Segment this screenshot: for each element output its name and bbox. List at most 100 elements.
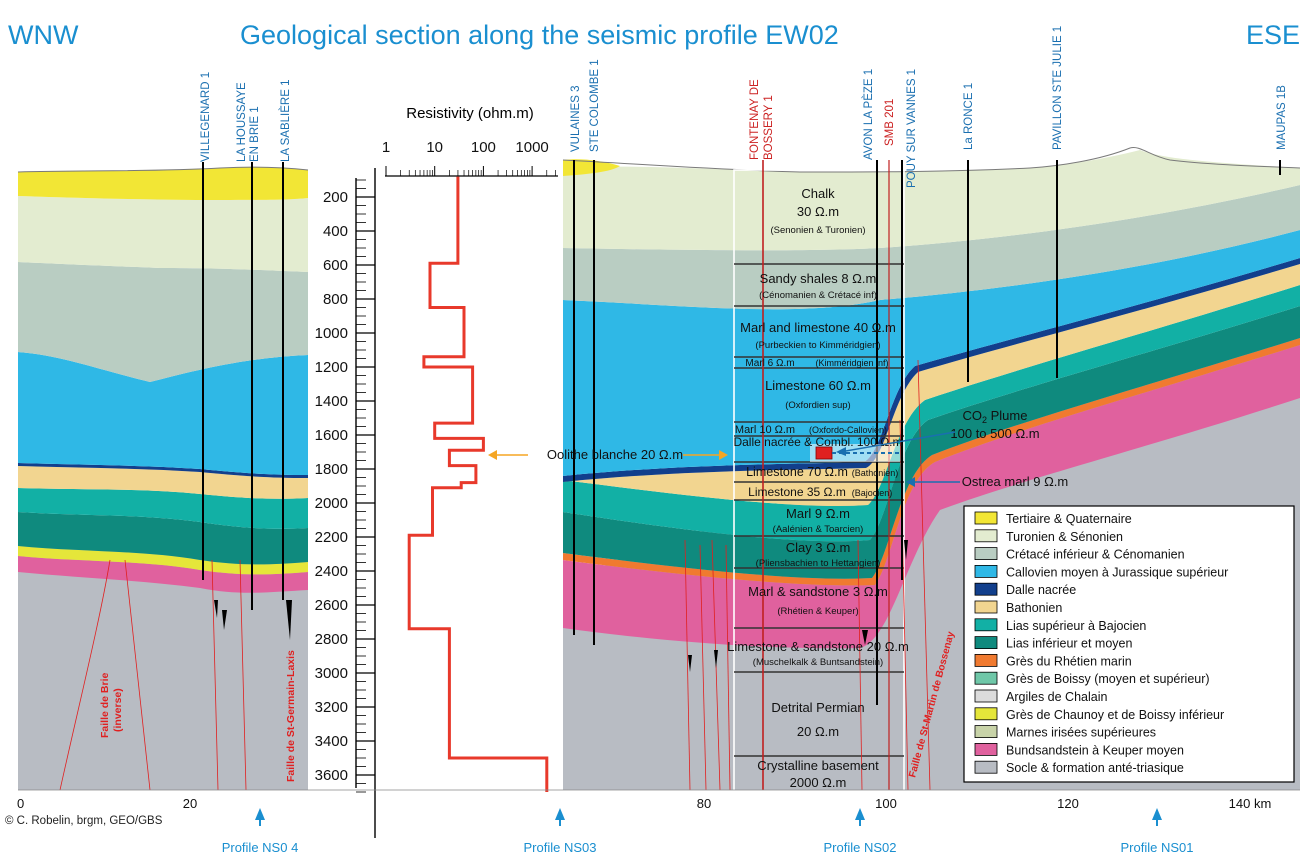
co2-plume-callout: CO2 Plume 100 to 500 Ω.m (836, 408, 1040, 456)
well-label-fontenay: FONTENAY DE (749, 79, 761, 160)
layer-lias-sup-r (563, 285, 1300, 542)
legend-swatch (974, 760, 998, 774)
well-label-villegenard: VILLEGENARD 1 (200, 72, 212, 162)
layer-dalle-nacree-r (563, 258, 1300, 482)
log-correlation-zone (733, 169, 905, 793)
annot-detrital-permian-value: 20 Ω.m (797, 724, 839, 739)
well-label-pavillon: PAVILLON STE JULIE 1 (1052, 26, 1064, 150)
profile-ns01-label: Profile NS01 (1121, 840, 1194, 855)
depth-tick-label: 2400 (315, 563, 348, 580)
legend-label: Lias inférieur et moyen (1006, 637, 1133, 651)
annot-limestone-70: Limestone 70 Ω.m (746, 465, 848, 479)
well-label-la-houssaye-2: EN BRIE 1 (249, 106, 261, 162)
svg-text:CO2 Plume: CO2 Plume (963, 408, 1028, 425)
annot-basement: Crystalline basement (757, 758, 879, 773)
well-labels: VILLEGENARD 1 LA HOUSSAYE EN BRIE 1 LA S… (200, 26, 1288, 188)
depth-tick-label: 2000 (315, 495, 348, 512)
well-label-la-ronce: La RONCE 1 (963, 83, 975, 150)
well-label-la-sabliere: LA SABLIÈRE 1 (279, 80, 292, 162)
layer-cretace-inf-r (563, 185, 1300, 310)
oolithe-callout: Oolithe blanche 20 Ω.m (488, 447, 728, 462)
legend-swatch (974, 743, 998, 756)
fault-throw-marker (862, 630, 868, 645)
right-topography-line (562, 146, 1301, 173)
depth-tick-label: 2200 (315, 529, 348, 546)
annot-limestone-70-sub: (Bathonien) (852, 468, 899, 478)
legend-swatch (974, 600, 998, 614)
well-label-vulaines: VULAINES 3 (570, 86, 582, 152)
annot-basement-value: 2000 Ω.m (790, 775, 847, 790)
profile-arrow-icon (1152, 808, 1162, 820)
layer-tertiaire-r (563, 159, 620, 176)
profile-markers: Profile NS0 4 Profile NS03 Profile NS02 … (222, 808, 1194, 855)
layer-lias-inf (18, 512, 308, 565)
legend-label: Grès de Chaunoy et de Boissy inférieur (1006, 708, 1224, 722)
resistivity-curve (407, 176, 549, 792)
layer-lias-sup (18, 488, 308, 529)
fault-label-st-germain: Faille de St-Germain-Laxis (285, 650, 297, 782)
layer-gres-chaunoy (18, 546, 308, 575)
annot-chalk-value: 30 Ω.m (797, 204, 839, 219)
annot-marl-sandstone-sub: (Rhétien & Keuper) (777, 606, 858, 617)
direction-right: ESE (1246, 20, 1300, 50)
resistivity-title: Resistivity (ohm.m) (406, 105, 534, 122)
depth-tick-label: 1400 (315, 393, 348, 410)
resistivity-scale-label: 1 (382, 139, 390, 156)
fault-label-brie-sub: (inverse) (112, 688, 124, 732)
annot-marl-9-sub: (Aalénien & Toarcien) (773, 524, 864, 535)
oolithe-label: Oolithe blanche 20 Ω.m (547, 447, 683, 462)
annot-limestone-60: Limestone 60 Ω.m (765, 378, 871, 393)
legend-swatch (974, 529, 998, 543)
fault-st-germain-line (211, 559, 247, 791)
legend-label: Bathonien (1006, 601, 1062, 615)
layer-callovien-jurassique (18, 352, 308, 475)
legend-label: Bundsandstein à Keuper moyen (1006, 743, 1184, 757)
fault-throw-marker (286, 600, 292, 640)
annot-sandy-shales: Sandy shales 8 Ω.m (760, 271, 877, 286)
legend-label: Dalle nacrée (1006, 583, 1076, 597)
depth-tick-label: 200 (323, 189, 348, 206)
depth-tick-label: 1800 (315, 461, 348, 478)
annot-chalk-name: Chalk (801, 186, 835, 201)
layer-bathonien (18, 466, 308, 499)
distance-label: 20 (183, 796, 197, 811)
well-label-ste-colombe: STE COLOMBE 1 (589, 59, 601, 152)
profile-ns04-label: Profile NS0 4 (222, 840, 299, 855)
profile-arrow-icon (855, 808, 865, 820)
legend-swatch (974, 725, 998, 738)
layer-callovien-r (563, 230, 1300, 476)
annot-marl-6: Marl 6 Ω.m (745, 358, 794, 369)
distance-label: 140 km (1229, 796, 1272, 811)
legend-label: Grès de Boissy (moyen et supérieur) (1006, 672, 1210, 686)
depth-tick-label: 600 (323, 257, 348, 274)
depth-tick-label: 1000 (315, 325, 348, 342)
depth-tick-label: 1600 (315, 427, 348, 444)
annot-limestone-sandstone: Limestone & sandstone 20 Ω.m (727, 639, 909, 654)
depth-tick-label: 400 (323, 223, 348, 240)
distance-label: 120 (1057, 796, 1079, 811)
well-label-pouy: POUY SUR VANNES 1 (906, 69, 918, 188)
legend-swatch (974, 582, 998, 596)
legend-swatch (974, 689, 998, 703)
resistivity-scale-label: 1000 (515, 139, 548, 156)
depth-tick-label: 800 (323, 291, 348, 308)
layer-cretace-inf (18, 262, 308, 382)
annot-limestone-sandstone-sub: (Muschelkalk & Buntsandstein) (753, 657, 883, 668)
layer-annotations: Chalk 30 Ω.m (Senonien & Turonien) Sandy… (727, 186, 909, 790)
layer-bundsandstein-r (563, 345, 1300, 649)
layer-bathonien-r (563, 264, 1300, 506)
legend-swatch (974, 654, 998, 667)
well-label-avon: AVON LA PÈZE 1 (862, 69, 875, 160)
legend-swatch (974, 671, 998, 685)
right-fault-lines (684, 359, 931, 791)
layer-lias-inf-r (563, 306, 1300, 579)
legend-swatch (974, 511, 998, 525)
depth-axis: 2004006008001000120014001600180020002200… (315, 168, 376, 838)
distance-label: 0 (17, 796, 24, 811)
well-label-maupas: MAUPAS 1B (1276, 85, 1288, 150)
plume-range: 100 to 500 Ω.m (950, 426, 1039, 441)
